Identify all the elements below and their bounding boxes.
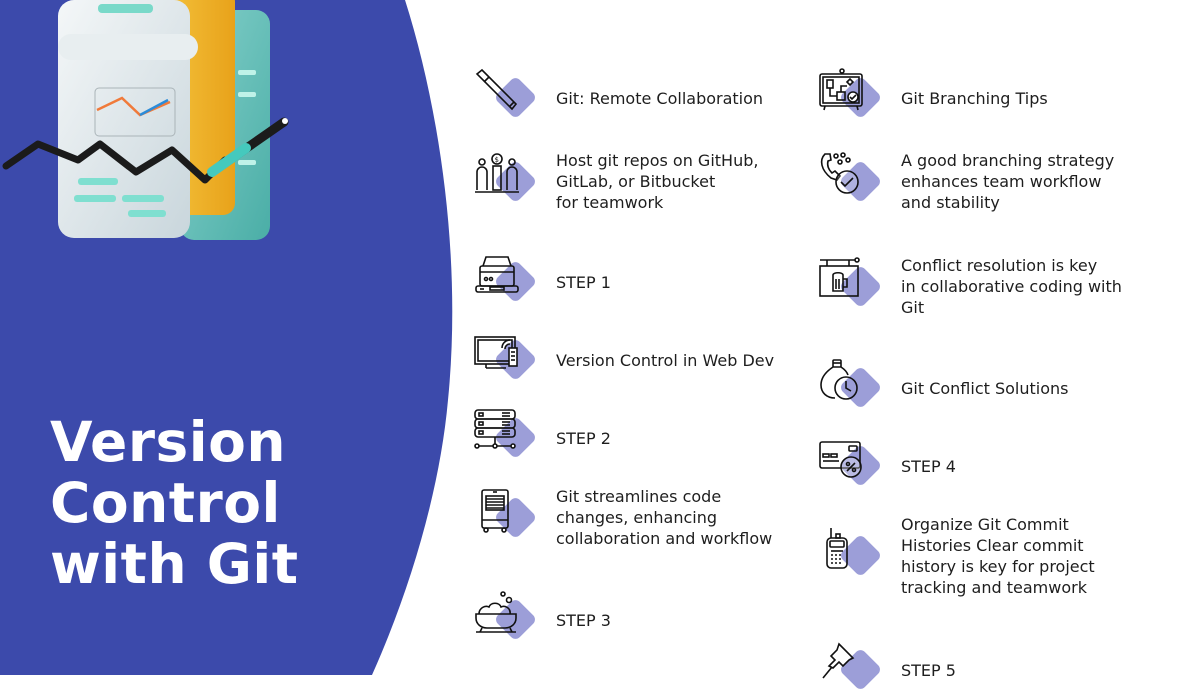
monitor-remote-icon [474,336,518,369]
item-label: Host git repos on GitHub, GitLab, or Bit… [556,151,759,212]
item-label: Version Control in Web Dev [556,350,775,370]
bathtub-icon [475,591,517,633]
list-item: $ Host git repos on GitHub, GitLab, or B… [474,150,758,213]
server-network-icon [474,409,516,449]
document-chart-illustration [2,0,289,240]
list-item: STEP 4 [819,436,956,496]
title-line-2: Control [50,471,281,535]
card-discount-icon [819,441,862,478]
slide-title: Version Control with Git [50,412,299,595]
list-item: STEP 5 [819,640,956,700]
pushpin-icon [822,642,855,679]
flowchart-board-icon [819,68,863,111]
phone-check-icon [820,151,859,194]
item-label: A good branching strategy enhances team … [901,151,1115,212]
list-item: STEP 2 [474,408,611,468]
list-item: Git Conflict Solutions [819,358,1069,418]
list-item: STEP 1 [474,252,611,312]
item-label: Git Conflict Solutions [901,378,1069,398]
air-cooler-icon [481,488,509,533]
list-item: STEP 3 [474,590,611,650]
walkie-talkie-icon [826,528,848,569]
pen-icon [475,68,518,111]
item-label: Conflict resolution is key in collaborat… [901,256,1122,317]
list-item: Git Branching Tips [819,68,1048,128]
item-label: Git Branching Tips [901,88,1048,108]
svg-text:$: $ [495,156,499,164]
item-label: Organize Git Commit Histories Clear comm… [901,515,1095,597]
pub-sign-icon [819,256,860,297]
item-label: STEP 5 [901,660,956,680]
item-label: STEP 1 [556,272,611,292]
list-item: Organize Git Commit Histories Clear comm… [819,514,1095,598]
list-item: Git streamlines code changes, enhancing … [474,486,772,549]
printer-icon [475,256,519,293]
item-label: STEP 4 [901,456,956,476]
item-label: Git streamlines code changes, enhancing … [556,487,773,548]
title-line-3: with Git [50,532,299,596]
item-label: STEP 3 [556,610,611,630]
title-line-1: Version [50,410,287,474]
item-label: Git: Remote Collaboration [556,88,764,108]
list-item: A good branching strategy enhances team … [819,150,1114,213]
list-item: Conflict resolution is key in collaborat… [819,255,1122,318]
list-item: Git: Remote Collaboration [474,68,763,128]
item-label: STEP 2 [556,428,611,448]
list-item: Version Control in Web Dev [474,330,774,390]
bulb-clock-icon [820,359,858,400]
team-finance-icon: $ [475,152,519,193]
